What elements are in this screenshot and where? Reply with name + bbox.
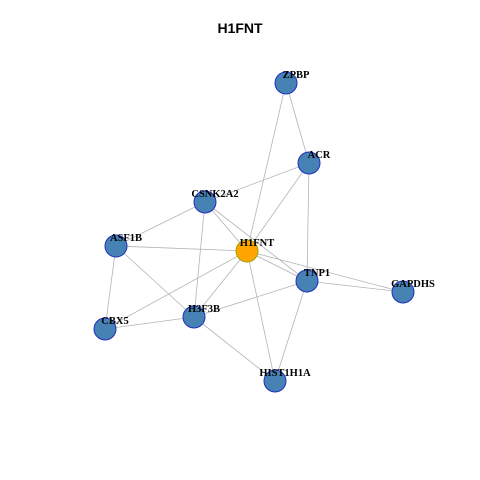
edge-acr-tnp1 <box>306 162 310 282</box>
edge-asf1b-h1fnt <box>115 245 248 252</box>
edge-acr-csnk2a2 <box>204 162 310 203</box>
node-label-gapdhs: GAPDHS <box>391 279 435 290</box>
node-label-h3f3b: H3F3B <box>188 304 220 315</box>
edge-h3f3b-hist1h1a <box>193 316 276 382</box>
node-label-zpbp: ZPBP <box>283 70 310 81</box>
node-label-tnp1: TNP1 <box>304 268 330 279</box>
node-h3f3b <box>182 305 206 329</box>
edge-csnk2a2-h3f3b <box>193 201 206 318</box>
nodes-layer <box>93 71 415 393</box>
node-csnk2a2 <box>193 190 217 214</box>
node-label-csnk2a2: CSNK2A2 <box>191 189 238 200</box>
node-tnp1 <box>295 269 319 293</box>
node-cbx5 <box>93 317 117 341</box>
node-label-acr: ACR <box>308 150 331 161</box>
edge-h1fnt-h3f3b <box>193 250 248 318</box>
edge-h3f3b-cbx5 <box>104 316 195 330</box>
edges-layer <box>104 82 404 382</box>
node-label-h1fnt: H1FNT <box>240 238 274 249</box>
node-asf1b <box>104 234 128 258</box>
edge-tnp1-hist1h1a <box>274 280 308 382</box>
edge-asf1b-h3f3b <box>115 245 195 318</box>
edge-h1fnt-cbx5 <box>104 250 248 330</box>
node-label-asf1b: ASF1B <box>110 233 142 244</box>
edge-h1fnt-gapdhs <box>246 250 404 293</box>
edge-acr-h1fnt <box>246 162 310 252</box>
edge-csnk2a2-asf1b <box>115 201 206 247</box>
node-h1fnt <box>235 239 259 263</box>
node-hist1h1a <box>263 369 287 393</box>
node-acr <box>297 151 321 175</box>
edge-zpbp-acr <box>285 82 310 164</box>
node-label-cbx5: CBX5 <box>101 316 128 327</box>
edge-asf1b-cbx5 <box>104 245 117 330</box>
edge-csnk2a2-tnp1 <box>204 201 308 282</box>
graph-title: H1FNT <box>217 20 263 36</box>
edge-tnp1-h3f3b <box>193 280 308 318</box>
edge-h1fnt-hist1h1a <box>246 250 276 382</box>
node-label-hist1h1a: HIST1H1A <box>259 368 311 379</box>
node-zpbp <box>274 71 298 95</box>
node-gapdhs <box>391 280 415 304</box>
edge-tnp1-gapdhs <box>306 280 404 293</box>
edge-zpbp-h1fnt <box>246 82 287 252</box>
